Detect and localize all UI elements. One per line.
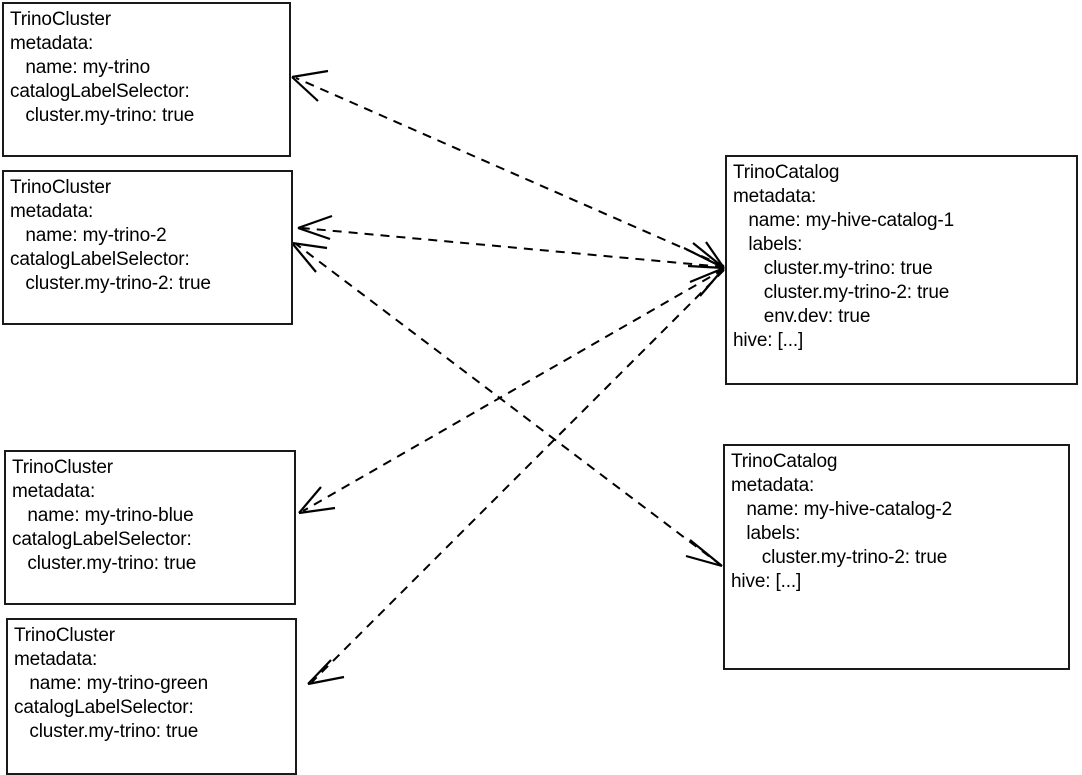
node-line: cluster.my-trino: true (10, 105, 195, 126)
node-line: catalogLabelSelector: (12, 529, 192, 550)
node-line: hive: [...] (731, 571, 802, 592)
edge-catalog1-to-my-trino-green (307, 269, 725, 686)
node-trinocatalog-my-hive-catalog-2[interactable]: TrinoCatalog metadata: name: my-hive-cat… (723, 444, 1070, 670)
edge-catalog1-to-my-trino-2 (297, 214, 725, 268)
node-line: TrinoCluster (10, 177, 111, 198)
node-line: metadata: (733, 186, 817, 207)
node-trinocluster-my-trino-green[interactable]: TrinoCluster metadata: name: my-trino-gr… (6, 618, 297, 775)
node-line: cluster.my-trino-2: true (731, 547, 948, 568)
node-line: TrinoCluster (14, 625, 115, 646)
node-line: cluster.my-trino: true (733, 258, 933, 279)
node-line: TrinoCluster (10, 9, 111, 30)
node-line: name: my-hive-catalog-2 (731, 499, 953, 520)
node-line: TrinoCluster (12, 457, 113, 478)
node-line: cluster.my-trino-2: true (10, 273, 211, 294)
edge-catalog1-to-my-trino (291, 69, 725, 267)
node-line: labels: (731, 523, 801, 544)
node-line: metadata: (10, 33, 94, 54)
node-line: name: my-trino-2 (10, 225, 167, 246)
node-line: name: my-trino (10, 57, 150, 78)
arrowhead-catalog2 (685, 539, 723, 568)
node-line: catalogLabelSelector: (14, 697, 194, 718)
node-line: catalogLabelSelector: (10, 249, 190, 270)
node-line: name: my-trino-green (14, 673, 209, 694)
node-line: labels: (733, 234, 803, 255)
node-line: env.dev: true (733, 306, 871, 327)
edge-catalog2-to-my-trino-2 (291, 241, 723, 567)
node-trinocatalog-my-hive-catalog-1[interactable]: TrinoCatalog metadata: name: my-hive-cat… (725, 155, 1078, 385)
node-line: metadata: (14, 649, 98, 670)
node-line: metadata: (10, 201, 94, 222)
node-line: hive: [...] (733, 330, 804, 351)
node-trinocluster-my-trino[interactable]: TrinoCluster metadata: name: my-trino ca… (2, 2, 291, 157)
node-line: cluster.my-trino: true (12, 553, 197, 574)
node-line: catalogLabelSelector: (10, 81, 190, 102)
node-line: name: my-hive-catalog-1 (733, 210, 955, 231)
node-trinocluster-my-trino-2[interactable]: TrinoCluster metadata: name: my-trino-2 … (2, 170, 293, 325)
edge-catalog1-to-my-trino-blue (298, 268, 725, 515)
node-line: TrinoCatalog (733, 162, 840, 183)
node-line: cluster.my-trino: true (14, 721, 199, 742)
node-line: cluster.my-trino-2: true (733, 282, 950, 303)
node-line: name: my-trino-blue (12, 505, 194, 526)
node-trinocluster-my-trino-blue[interactable]: TrinoCluster metadata: name: my-trino-bl… (4, 450, 296, 605)
node-line: metadata: (731, 475, 815, 496)
node-line: metadata: (12, 481, 96, 502)
arrowhead-cluster-catalog1 (683, 241, 725, 297)
node-line: TrinoCatalog (731, 451, 838, 472)
